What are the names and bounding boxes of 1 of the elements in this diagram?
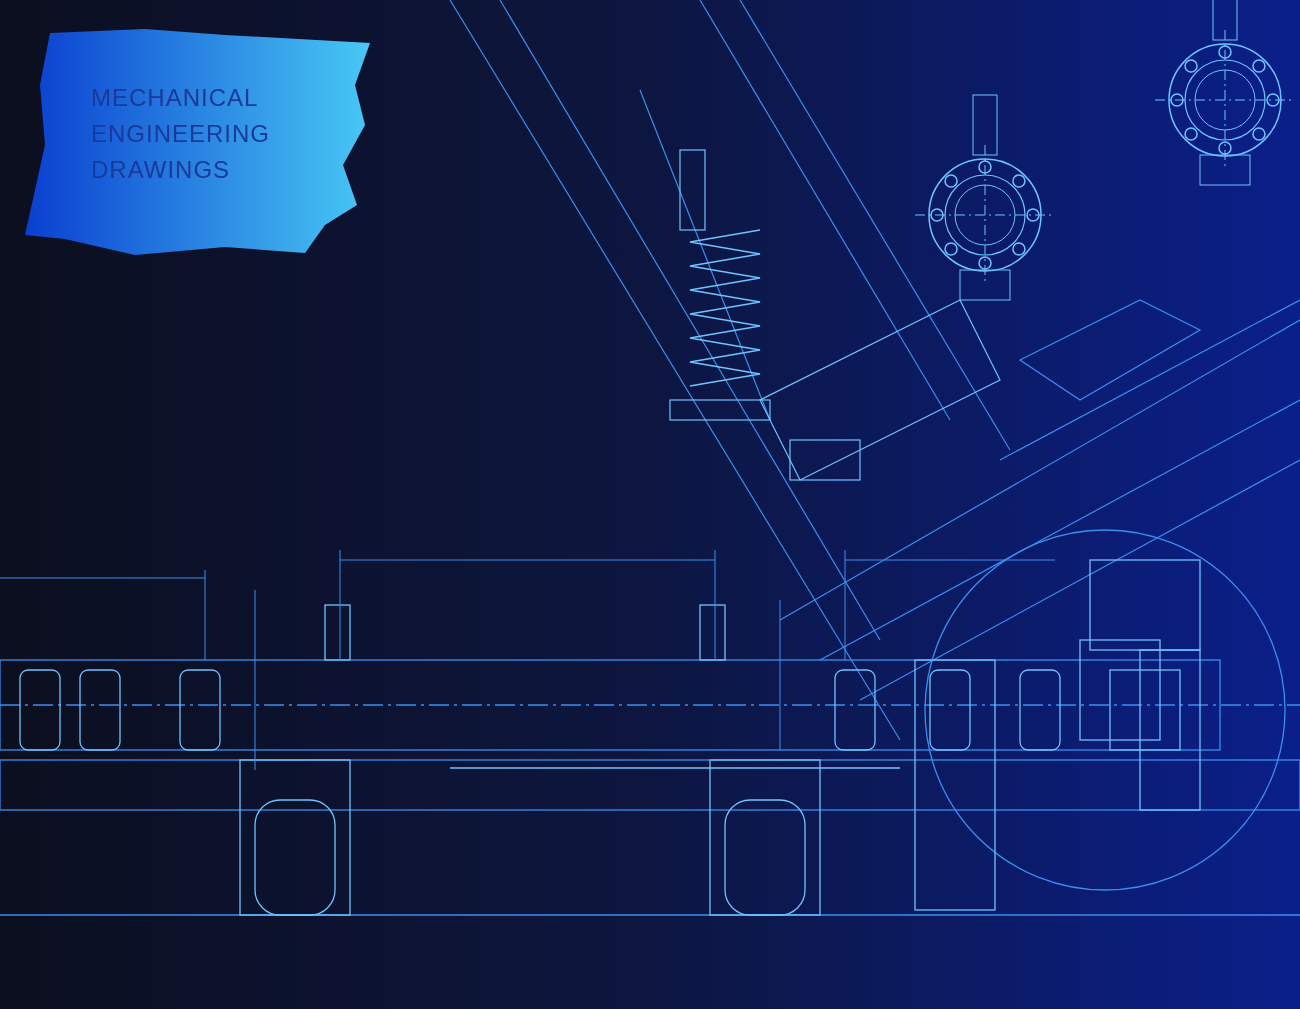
title-text: MECHANICAL ENGINEERING DRAWINGS <box>91 83 272 185</box>
